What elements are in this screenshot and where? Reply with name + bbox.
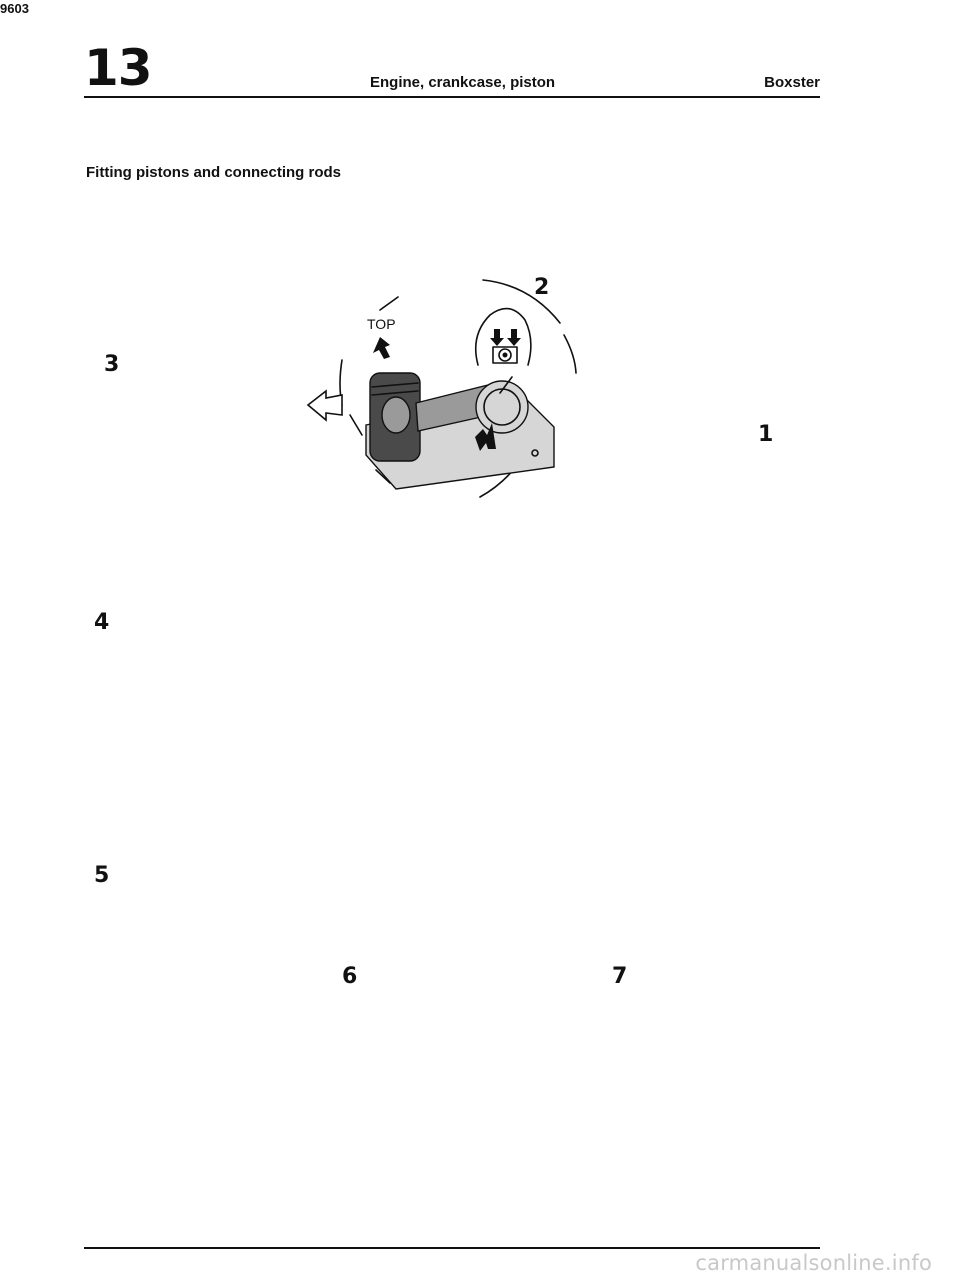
callout-6: 6 xyxy=(342,964,357,989)
up-arrow-icon xyxy=(475,423,496,451)
callout-3: 3 xyxy=(104,352,119,377)
watermark: carmanualsonline.info xyxy=(695,1251,932,1275)
model-name: Boxster xyxy=(764,74,820,91)
callout-2: 2 xyxy=(534,275,549,300)
top-arrow-icon xyxy=(373,337,390,359)
detail-2-piston-top: TOP xyxy=(306,279,577,498)
footer-rule xyxy=(84,1247,820,1249)
section-title: Engine, crankcase, piston xyxy=(370,74,556,91)
callout-5: 5 xyxy=(94,863,109,888)
callout-7: 7 xyxy=(612,964,627,989)
open-arrow-icon xyxy=(306,389,343,422)
piston-fitting-illustration: 2 3 1 4 5 6 7 TOP xyxy=(80,265,820,990)
top-label: TOP xyxy=(367,316,396,332)
procedure-title: Fitting pistons and connecting rods xyxy=(86,164,341,181)
chapter-number: 13 xyxy=(84,39,153,97)
illustration-svg: 2 3 1 4 5 6 7 TOP xyxy=(94,275,773,989)
header-rule xyxy=(84,96,820,98)
detail-5-tool-9603: 9603 xyxy=(0,0,29,17)
tool-number-label: 9603 xyxy=(0,1,29,16)
down-arrow-icon xyxy=(507,329,521,346)
callout-1: 1 xyxy=(758,422,773,447)
callout-4: 4 xyxy=(94,610,109,635)
down-arrow-icon xyxy=(490,329,504,346)
page-header: 13 Engine, crankcase, piston Boxster xyxy=(84,40,820,100)
